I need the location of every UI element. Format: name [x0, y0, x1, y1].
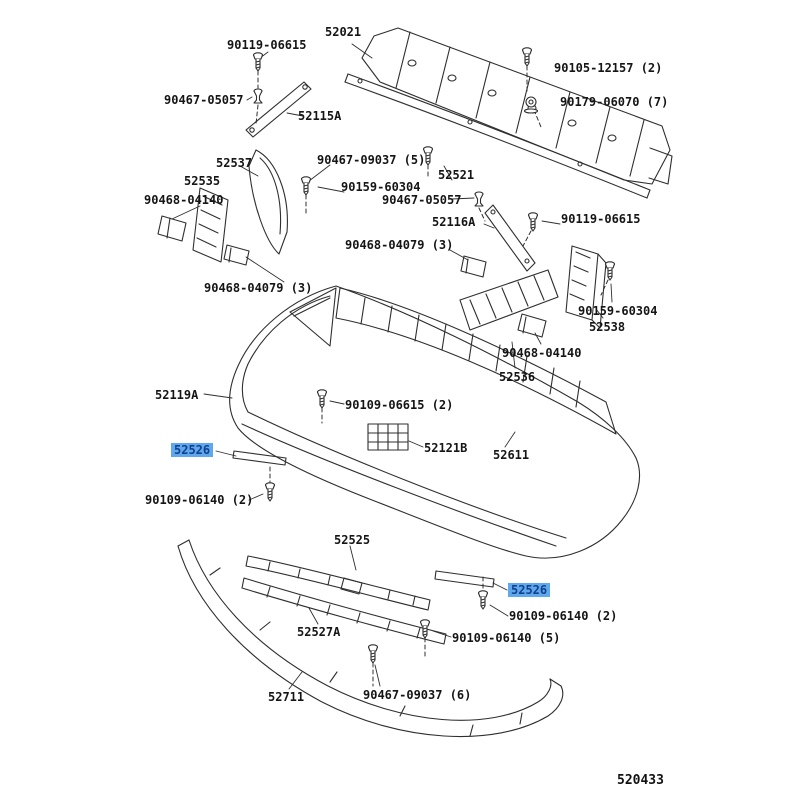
clip-icon	[474, 191, 484, 207]
part-label-90468-04140: 90468-04140	[144, 193, 224, 207]
screw-icon	[521, 47, 533, 67]
screw-icon	[604, 261, 616, 281]
nut-icon	[523, 96, 539, 114]
part-label-90467-09037-5: 90467-09037 (5)	[317, 153, 426, 167]
part-label-52537: 52537	[216, 156, 253, 170]
part-label-52538: 52538	[589, 320, 626, 334]
retainer-52525	[245, 555, 431, 611]
part-label-52021: 52021	[325, 25, 362, 39]
bracket-52526-right	[434, 570, 495, 588]
part-label-90468-04079-b: 90468-04079 (3)	[204, 281, 313, 295]
part-label-52526-highlighted-right[interactable]: 52526	[508, 583, 551, 597]
license-bracket-52121B	[367, 423, 409, 451]
part-label-52116A: 52116A	[432, 215, 476, 229]
part-label-90119-06615-2: 90119-06615	[561, 212, 641, 226]
clip-icon	[253, 88, 263, 104]
part-label-90109-06615: 90109-06615 (2)	[345, 398, 454, 412]
bracket-90468-04079-mid	[460, 255, 487, 278]
part-label-90179-06070: 90179-06070 (7)	[560, 95, 669, 109]
screw-icon	[477, 590, 489, 610]
part-label-52521: 52521	[438, 168, 475, 182]
part-label-52536: 52536	[499, 370, 536, 384]
part-label-52526-highlighted-left[interactable]: 52526	[171, 443, 214, 457]
bracket-90468-04140-left	[157, 215, 187, 242]
part-label-90468-04140-2: 90468-04140	[502, 346, 582, 360]
part-label-90468-04079-a: 90468-04079 (3)	[345, 238, 454, 252]
part-label-52121B: 52121B	[424, 441, 468, 455]
part-label-90105-12157: 90105-12157 (2)	[554, 61, 663, 75]
part-label-52535: 52535	[184, 174, 221, 188]
part-label-52711: 52711	[268, 690, 305, 704]
dashed-leader-lines	[255, 65, 609, 687]
brace-52538	[565, 245, 607, 329]
bracket-90468-04079-left	[223, 244, 250, 266]
brace-52537	[248, 149, 288, 255]
part-label-90467-09037-6: 90467-09037 (6)	[363, 688, 472, 702]
screw-icon	[252, 52, 264, 72]
side-support-52115A	[245, 81, 312, 138]
energy-absorber-52611	[335, 287, 617, 435]
bumper-cover-52119A	[229, 285, 641, 559]
valance-52711	[177, 539, 564, 738]
screw-icon	[316, 389, 328, 409]
part-label-52115A: 52115A	[298, 109, 342, 123]
part-label-52527A: 52527A	[297, 625, 341, 639]
screw-icon	[419, 619, 431, 639]
label-leader-lines	[171, 43, 613, 690]
part-label-52119A: 52119A	[155, 388, 199, 402]
screw-icon	[300, 176, 312, 196]
part-label-52525: 52525	[334, 533, 371, 547]
drawing-number: 520433	[617, 773, 664, 788]
part-label-52611: 52611	[493, 448, 530, 462]
bracket-90468-04140-right	[517, 313, 547, 338]
part-label-90159-60304-2: 90159-60304	[578, 304, 658, 318]
bracket-52536	[459, 269, 559, 331]
screw-icon	[367, 644, 379, 664]
retainer-52527A	[241, 577, 447, 645]
reinforcement-bar-52021	[361, 27, 673, 185]
stay-52116A	[484, 204, 536, 272]
part-label-90159-60304: 90159-60304	[341, 180, 421, 194]
part-label-90109-06140-c: 90109-06140 (5)	[452, 631, 561, 645]
part-label-90467-05057-2: 90467-05057	[382, 193, 462, 207]
part-label-90119-06615: 90119-06615	[227, 38, 307, 52]
part-label-90109-06140-a: 90109-06140 (2)	[145, 493, 254, 507]
retainer-strip-52521	[344, 73, 651, 199]
screw-icon	[527, 212, 539, 232]
screw-icon	[264, 482, 276, 502]
brace-52535	[192, 187, 229, 263]
part-label-90109-06140-b: 90109-06140 (2)	[509, 609, 618, 623]
part-label-90467-05057: 90467-05057	[164, 93, 244, 107]
